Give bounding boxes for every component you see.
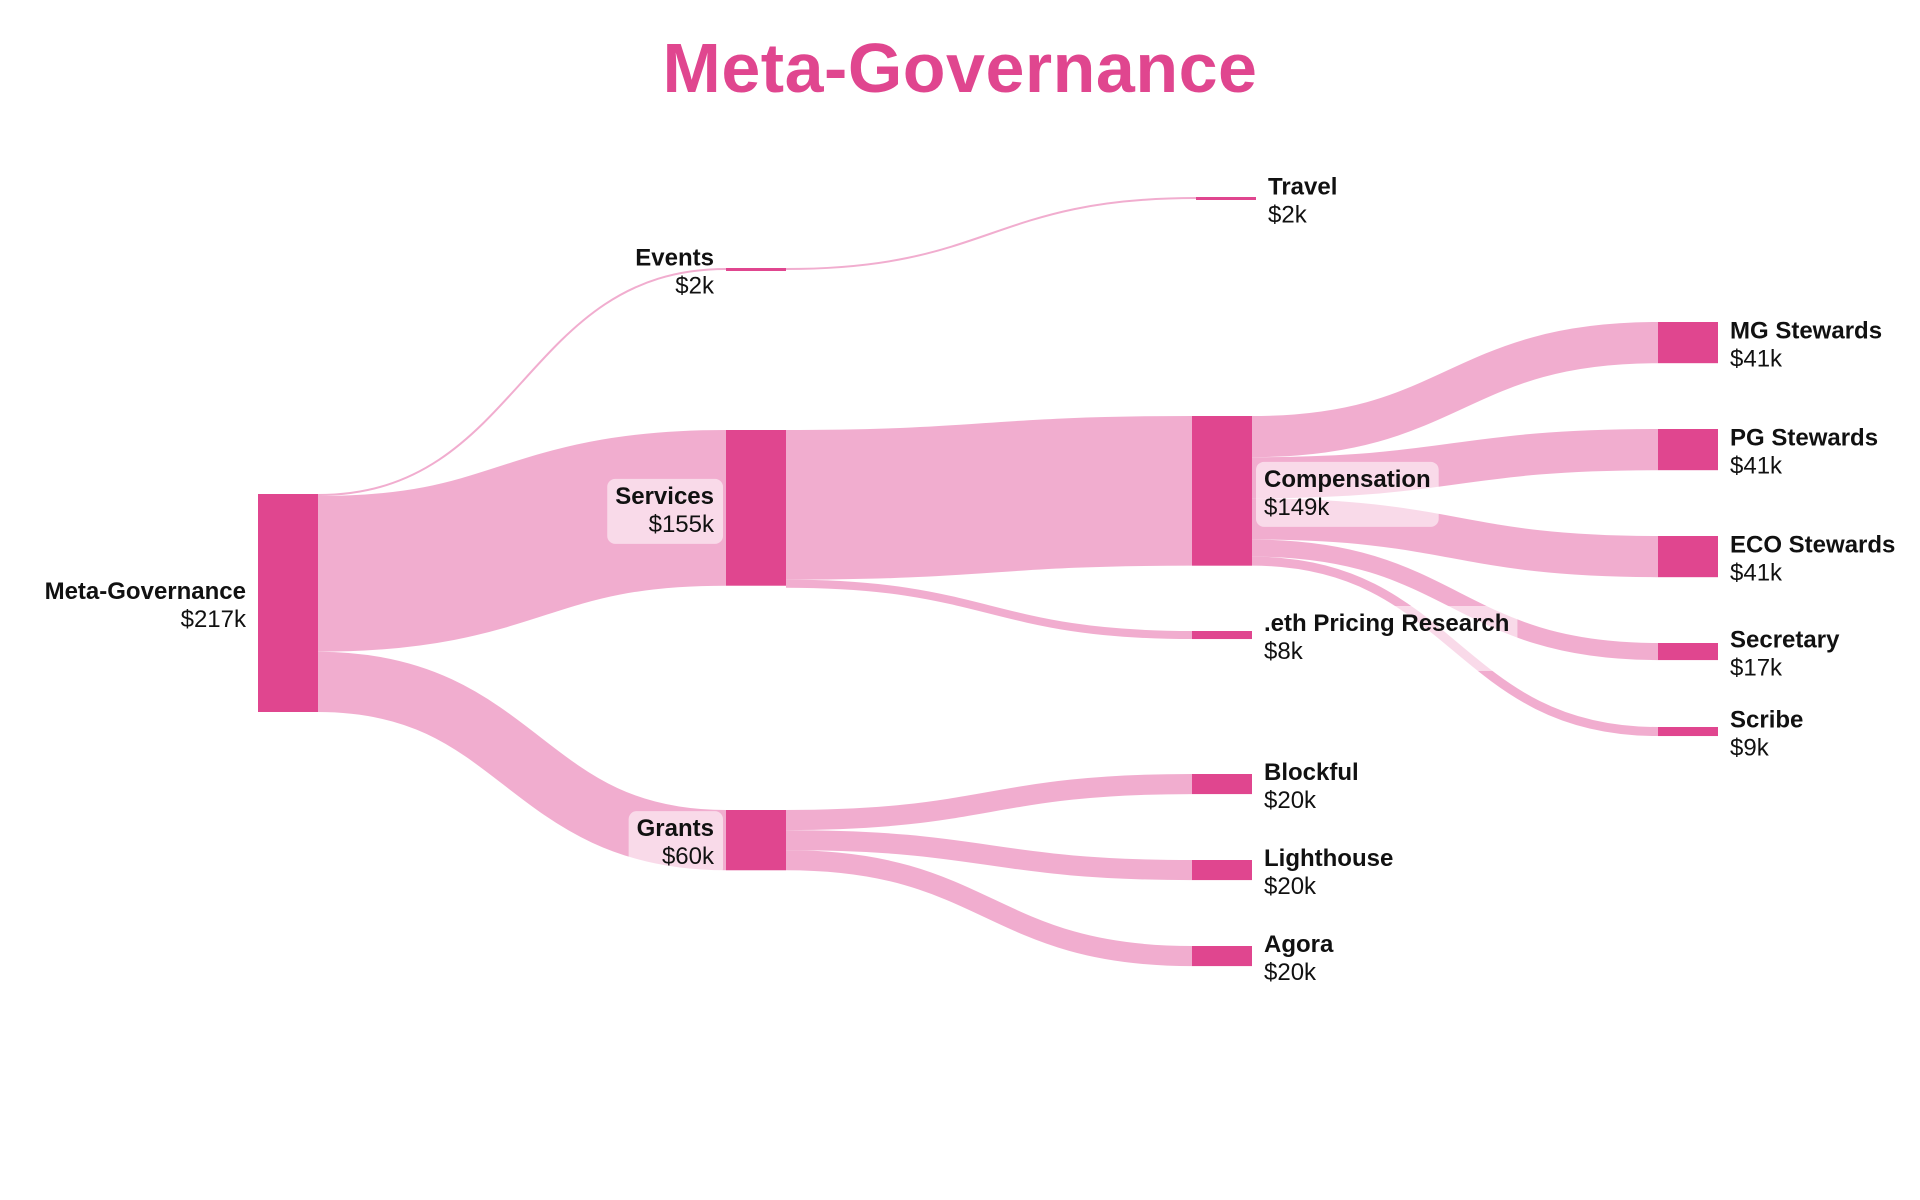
link-events-travel: [785, 197, 1197, 271]
link-grants-blockful: [785, 774, 1193, 831]
label-bg-services: [607, 478, 723, 544]
node-label-pg: PG Stewards: [1730, 425, 1878, 452]
link-meta-events: [317, 268, 727, 497]
label-secretary: Secretary$17k: [1730, 627, 1840, 682]
link-services-compensation: [785, 416, 1193, 580]
node-value-grants: $60k: [662, 843, 715, 870]
label-mg: MG Stewards$41k: [1730, 318, 1882, 373]
links-layer: [317, 197, 1659, 967]
label-blockful: Blockful$20k: [1264, 759, 1359, 814]
node-grants: [726, 810, 786, 871]
link-grants-lighthouse: [785, 830, 1193, 881]
link-compensation-secretary: [1251, 539, 1659, 661]
node-label-compensation: Compensation: [1264, 466, 1431, 493]
node-value-lighthouse: $20k: [1264, 873, 1317, 900]
link-grants-agora: [785, 850, 1193, 967]
link-services-eth: [785, 579, 1193, 640]
node-value-blockful: $20k: [1264, 787, 1317, 814]
node-value-eco: $41k: [1730, 560, 1783, 587]
label-events: Events$2k: [635, 245, 715, 300]
node-value-events: $2k: [675, 273, 715, 300]
node-scribe: [1658, 727, 1718, 737]
node-label-mg: MG Stewards: [1730, 318, 1882, 345]
label-bg-eth: [1256, 606, 1518, 672]
label-bg-compensation: [1256, 461, 1439, 527]
node-value-scribe: $9k: [1730, 735, 1770, 762]
label-travel: Travel$2k: [1268, 174, 1337, 229]
link-compensation-mg: [1251, 321, 1659, 458]
label-agora: Agora$20k: [1264, 931, 1334, 986]
node-blockful: [1192, 774, 1252, 795]
node-eth: [1192, 631, 1252, 640]
label-compensation: Compensation$149k: [1256, 461, 1439, 527]
node-label-scribe: Scribe: [1730, 707, 1803, 734]
label-services: Services$155k: [607, 478, 723, 544]
label-grants: Grants$60k: [628, 811, 723, 877]
node-value-travel: $2k: [1268, 202, 1308, 229]
node-label-secretary: Secretary: [1730, 627, 1840, 654]
node-agora: [1192, 946, 1252, 967]
node-label-events: Events: [635, 245, 714, 272]
node-events: [726, 268, 786, 271]
node-label-travel: Travel: [1268, 174, 1337, 201]
node-value-mg: $41k: [1730, 346, 1783, 373]
nodes-layer: [258, 197, 1718, 967]
node-label-agora: Agora: [1264, 931, 1334, 958]
label-eth: .eth Pricing Research$8k: [1256, 606, 1518, 672]
label-pg: PG Stewards$41k: [1730, 425, 1878, 480]
node-meta: [258, 494, 318, 712]
node-services: [726, 430, 786, 586]
node-value-pg: $41k: [1730, 453, 1783, 480]
node-label-blockful: Blockful: [1264, 759, 1359, 786]
labels-layer: Meta-Governance$217kEvents$2kServices$15…: [45, 174, 1896, 987]
node-label-services: Services: [615, 483, 714, 510]
node-pg: [1658, 429, 1718, 471]
node-value-services: $155k: [649, 511, 715, 538]
node-value-agora: $20k: [1264, 959, 1317, 986]
node-value-secretary: $17k: [1730, 655, 1783, 682]
node-label-eco: ECO Stewards: [1730, 532, 1895, 559]
node-label-meta: Meta-Governance: [45, 578, 246, 605]
node-travel: [1196, 197, 1256, 200]
node-value-meta: $217k: [181, 606, 247, 633]
label-bg-grants: [628, 811, 723, 877]
label-lighthouse: Lighthouse$20k: [1264, 845, 1393, 900]
node-lighthouse: [1192, 860, 1252, 881]
page-title: Meta-Governance: [662, 29, 1258, 107]
node-label-grants: Grants: [637, 815, 714, 842]
label-eco: ECO Stewards$41k: [1730, 532, 1895, 587]
node-value-compensation: $149k: [1264, 494, 1330, 521]
label-scribe: Scribe$9k: [1730, 707, 1803, 762]
node-compensation: [1192, 416, 1252, 566]
node-label-lighthouse: Lighthouse: [1264, 845, 1393, 872]
node-eco: [1658, 536, 1718, 578]
label-meta: Meta-Governance$217k: [45, 578, 247, 633]
node-label-eth: .eth Pricing Research: [1264, 610, 1509, 637]
node-mg: [1658, 322, 1718, 364]
node-value-eth: $8k: [1264, 638, 1304, 665]
node-secretary: [1658, 643, 1718, 661]
